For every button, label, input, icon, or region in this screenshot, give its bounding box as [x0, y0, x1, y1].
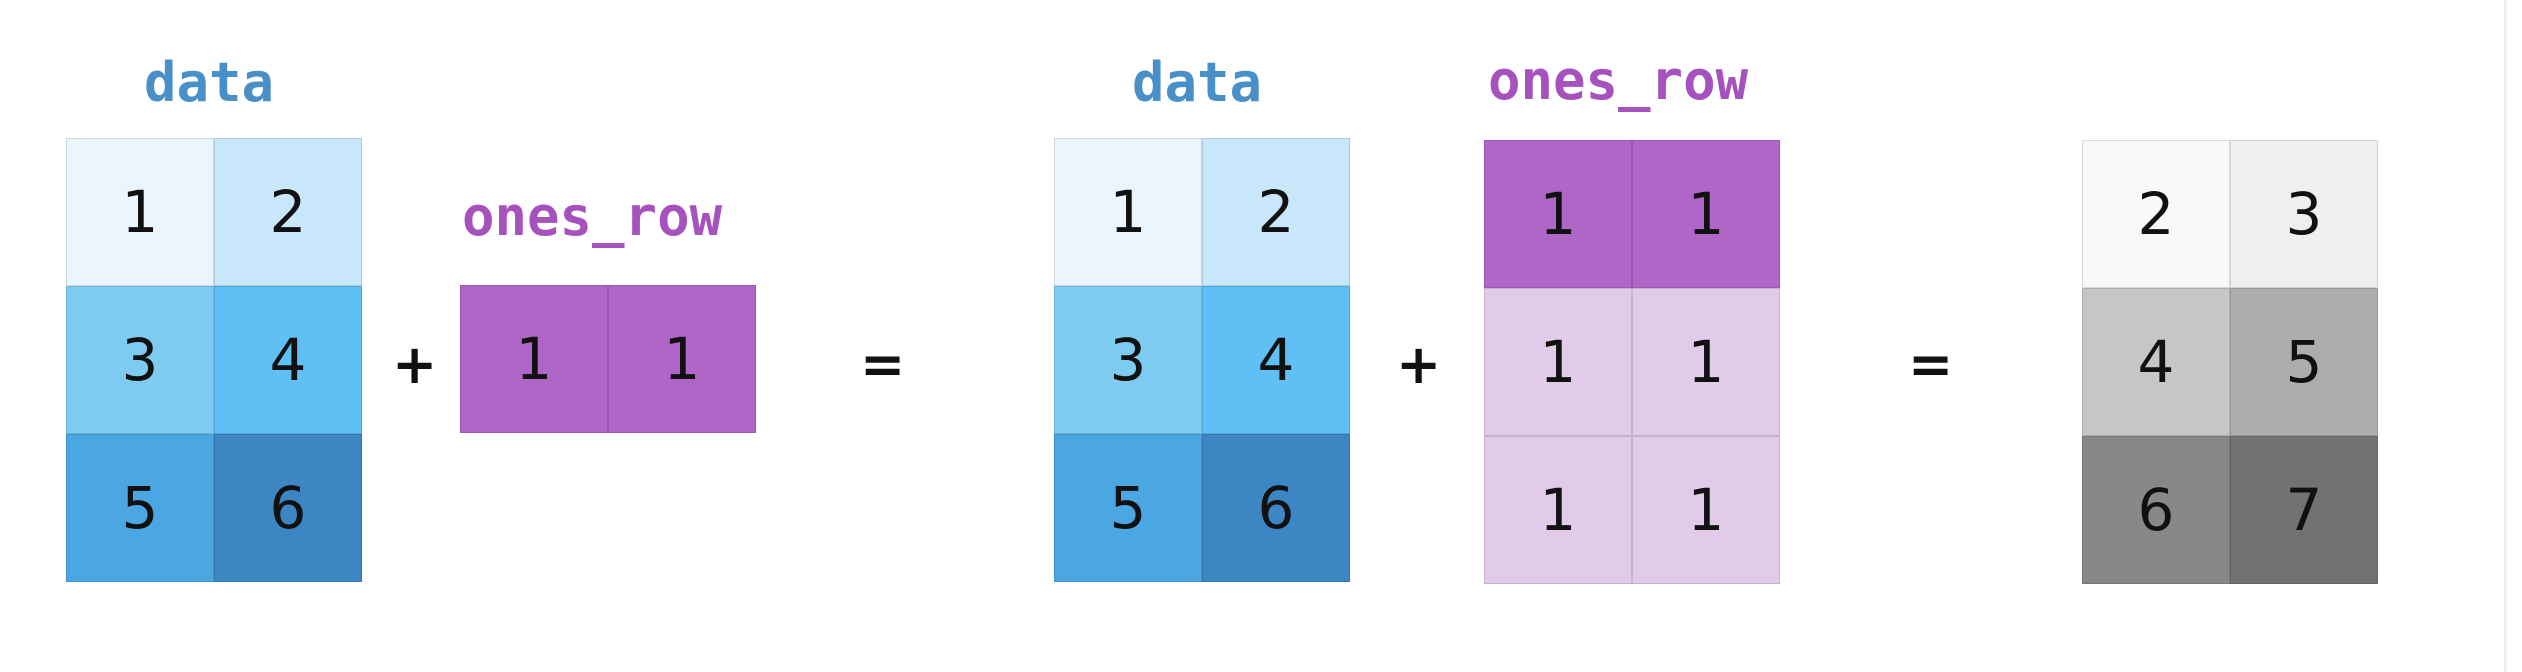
result-cell: 5: [2230, 288, 2378, 436]
result-cell: 2: [2082, 140, 2230, 288]
data-cell: 2: [214, 138, 362, 286]
edge-divider: [2504, 0, 2507, 672]
data-cell: 5: [66, 434, 214, 582]
ones-broadcast-cell: 1: [1632, 436, 1780, 584]
ones-row-cell: 1: [608, 285, 756, 433]
data-cell: 1: [66, 138, 214, 286]
data-cell: 3: [66, 286, 214, 434]
ones-row-label-right: ones_row: [1488, 49, 1749, 112]
data-label-left: data: [144, 51, 275, 114]
data-cell: 6: [1202, 434, 1350, 582]
data-cell: 2: [1202, 138, 1350, 286]
data-matrix-right: 1 2 3 4 5 6: [1054, 138, 1350, 582]
ones-broadcast-cell: 1: [1632, 140, 1780, 288]
plus-sign-right: +: [1396, 333, 1442, 396]
ones-broadcast-cell: 1: [1484, 140, 1632, 288]
data-cell: 1: [1054, 138, 1202, 286]
data-cell: 6: [214, 434, 362, 582]
ones-broadcast-matrix: 1 1 1 1 1 1: [1484, 140, 1780, 584]
result-cell: 6: [2082, 436, 2230, 584]
equals-sign-right: =: [1908, 333, 1954, 396]
ones-broadcast-cell: 1: [1484, 436, 1632, 584]
ones-row-matrix: 1 1: [460, 285, 756, 433]
ones-row-cell: 1: [460, 285, 608, 433]
data-cell: 4: [214, 286, 362, 434]
data-cell: 3: [1054, 286, 1202, 434]
ones-broadcast-cell: 1: [1484, 288, 1632, 436]
result-matrix: 2 3 4 5 6 7: [2082, 140, 2378, 584]
data-cell: 5: [1054, 434, 1202, 582]
ones-row-label-left: ones_row: [462, 185, 723, 248]
data-label-right: data: [1132, 51, 1263, 114]
result-cell: 3: [2230, 140, 2378, 288]
result-cell: 7: [2230, 436, 2378, 584]
equals-sign-left: =: [860, 333, 906, 396]
data-cell: 4: [1202, 286, 1350, 434]
ones-broadcast-cell: 1: [1632, 288, 1780, 436]
data-matrix-left: 1 2 3 4 5 6: [66, 138, 362, 582]
plus-sign-left: +: [392, 333, 438, 396]
result-cell: 4: [2082, 288, 2230, 436]
